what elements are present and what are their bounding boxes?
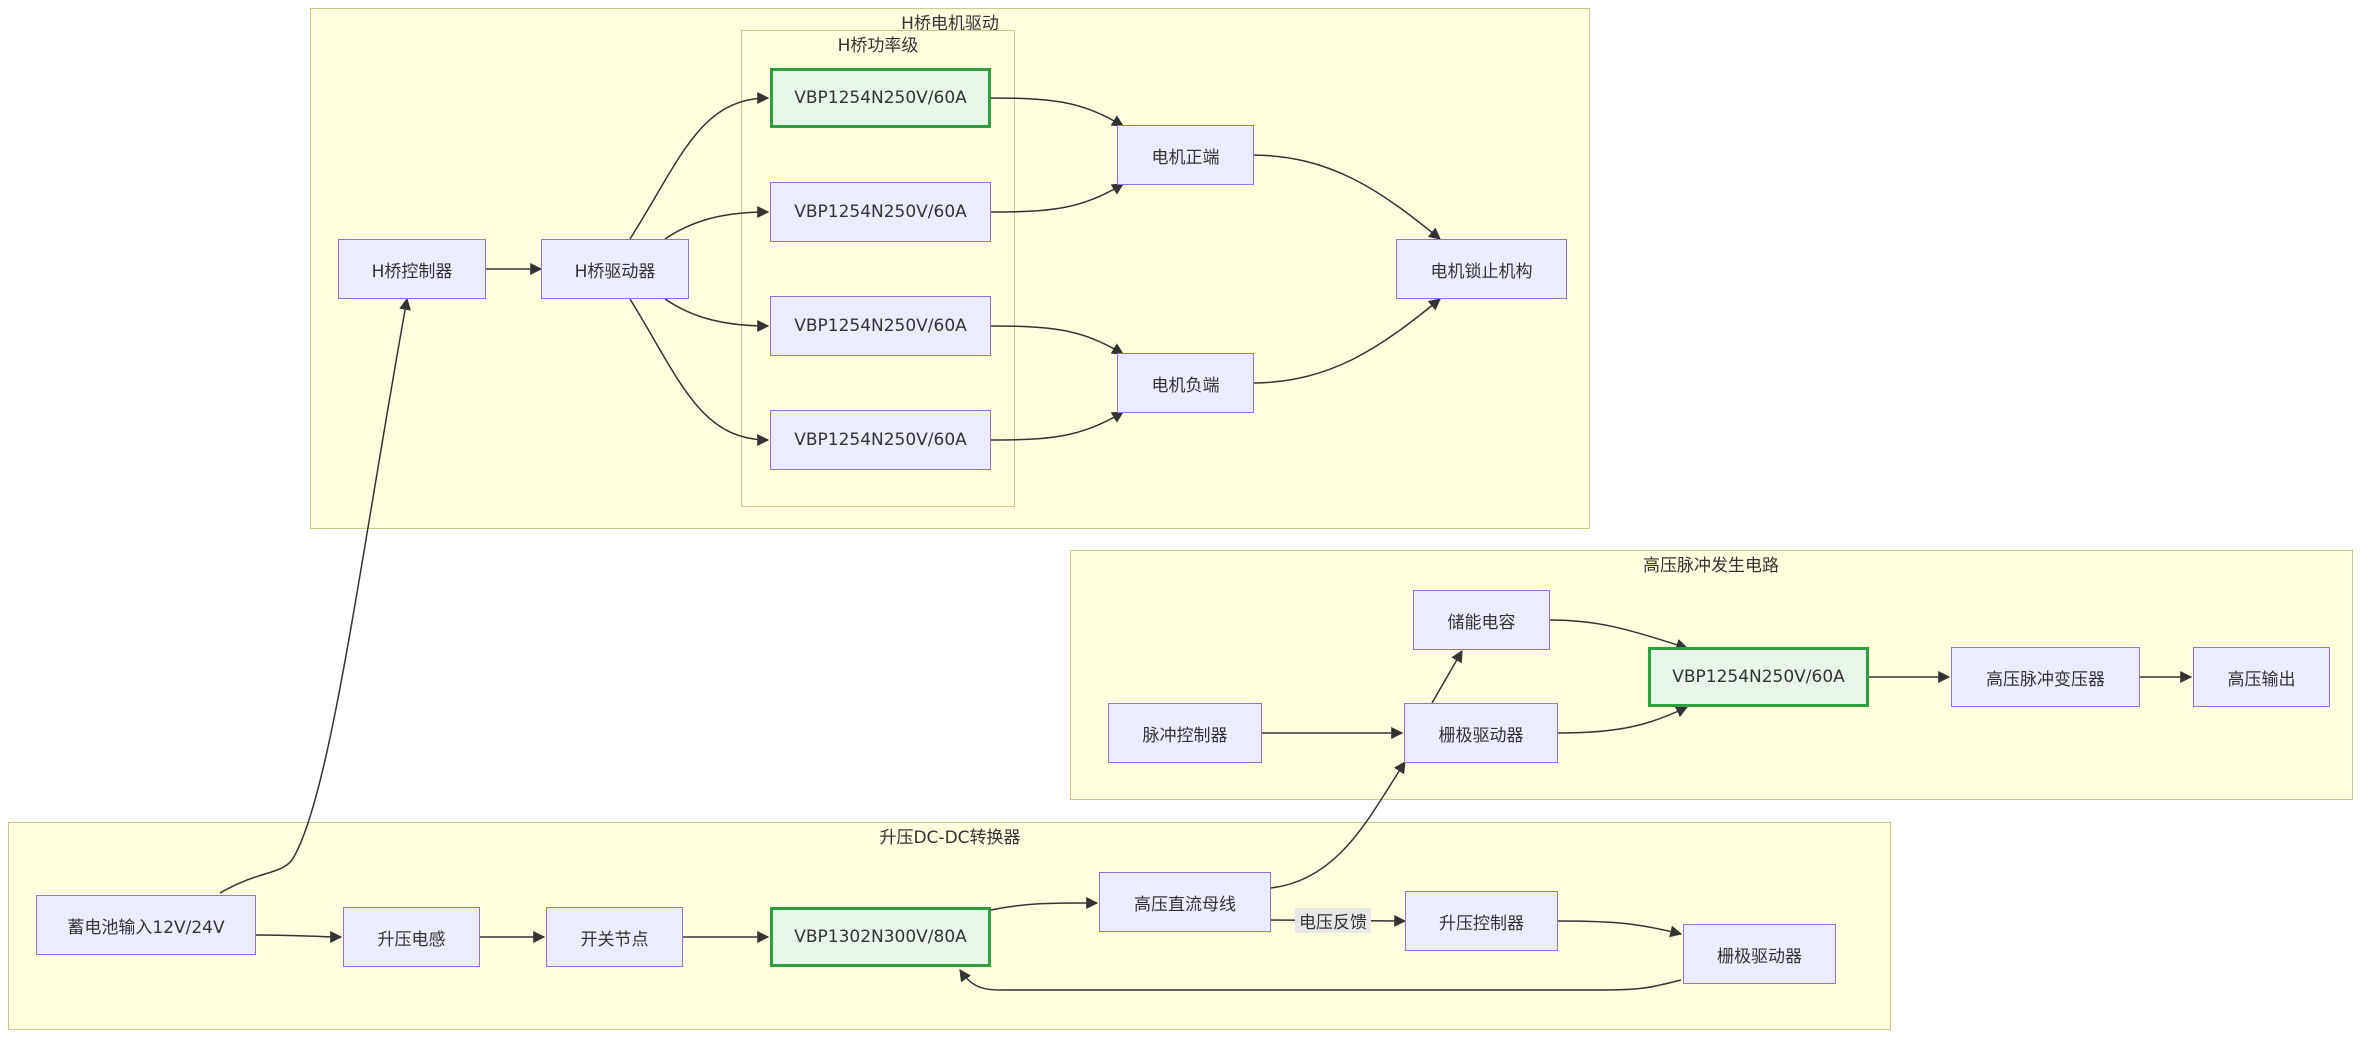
node-motor-positive[interactable]: 电机正端 xyxy=(1117,125,1254,185)
edge-q2-motorpos xyxy=(986,183,1125,213)
edge-gatedrv2-boostsw xyxy=(959,969,1682,991)
node-boost-controller[interactable]: 升压控制器 xyxy=(1405,891,1558,951)
node-hbridge-mosfet-q2[interactable]: VBP1254N250V/60A xyxy=(770,182,991,242)
edge-q4-motorneg xyxy=(986,411,1125,441)
group-hv-pulse-circuit-title: 高压脉冲发生电路 xyxy=(1643,556,1779,576)
edge-q3-motorneg xyxy=(986,325,1125,355)
edge-battery-inductor xyxy=(255,930,343,943)
node-storage-capacitor[interactable]: 储能电容 xyxy=(1413,590,1550,650)
edge-label-voltage-feedback: 电压反馈 xyxy=(1295,908,1371,933)
node-hv-output[interactable]: 高压输出 xyxy=(2193,647,2330,707)
node-boost-mosfet[interactable]: VBP1302N300V/80A xyxy=(770,907,991,967)
node-motor-negative[interactable]: 电机负端 xyxy=(1117,353,1254,413)
edge-hvbus-gatedrv1 xyxy=(1270,760,1406,889)
edge-boostsw-hvbus xyxy=(990,896,1099,911)
node-hv-dc-bus[interactable]: 高压直流母线 xyxy=(1099,872,1271,932)
edge-hdrv-q4 xyxy=(629,298,770,446)
node-hbridge-driver[interactable]: H桥驱动器 xyxy=(541,239,689,299)
edge-motorneg-lock xyxy=(1250,298,1441,384)
node-gate-driver-boost[interactable]: 栅极驱动器 xyxy=(1683,924,1836,984)
edge-cap-pulsesw xyxy=(1549,619,1689,651)
edge-q1-motorpos xyxy=(986,97,1125,127)
group-hbridge-motor-drive-title: H桥电机驱动 xyxy=(901,14,999,34)
node-hv-pulse-transformer[interactable]: 高压脉冲变压器 xyxy=(1951,647,2140,707)
node-pulse-mosfet[interactable]: VBP1254N250V/60A xyxy=(1648,647,1869,707)
node-hbridge-mosfet-q3[interactable]: VBP1254N250V/60A xyxy=(770,296,991,356)
group-hbridge-power-stage-title: H桥功率级 xyxy=(837,36,919,56)
node-hbridge-mosfet-q4[interactable]: VBP1254N250V/60A xyxy=(770,410,991,470)
edge-hdrv-q1 xyxy=(629,92,770,240)
node-battery-input[interactable]: 蓄电池输入12V/24V xyxy=(36,895,256,955)
edge-gatedrv1-cap xyxy=(1431,649,1463,704)
edge-motorpos-lock xyxy=(1250,154,1441,240)
node-hbridge-controller[interactable]: H桥控制器 xyxy=(338,239,486,299)
node-boost-inductor[interactable]: 升压电感 xyxy=(343,907,480,967)
node-motor-lock[interactable]: 电机锁止机构 xyxy=(1396,239,1567,299)
node-hbridge-mosfet-q1[interactable]: VBP1254N250V/60A xyxy=(770,68,991,128)
group-boost-converter-title: 升压DC-DC转换器 xyxy=(879,828,1021,848)
node-gate-driver-pulse[interactable]: 栅极驱动器 xyxy=(1404,703,1558,763)
node-switch-node[interactable]: 开关节点 xyxy=(546,907,683,967)
node-pulse-controller[interactable]: 脉冲控制器 xyxy=(1108,703,1262,763)
edge-hdrv-q3 xyxy=(664,298,770,332)
edge-battery-hctrl xyxy=(219,297,411,894)
edge-boostctrl-gatedrv2 xyxy=(1557,920,1683,938)
edge-gatedrv1-pulsesw xyxy=(1557,706,1689,734)
edge-hdrv-q2 xyxy=(664,206,770,240)
